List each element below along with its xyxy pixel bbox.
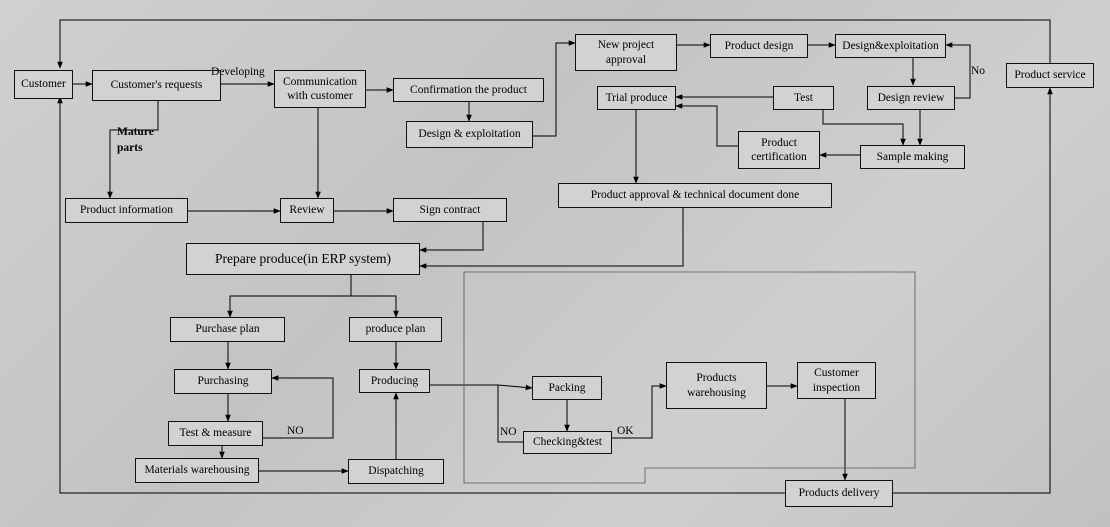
node-communication: Communication with customer [274, 70, 366, 108]
label-no-check: NO [500, 426, 517, 438]
node-review: Review [280, 198, 334, 223]
delivery-to-service-connector [893, 87, 1053, 494]
node-sample-making: Sample making [860, 145, 965, 169]
contract-to-prepare-connector [419, 222, 484, 253]
approval-to-prepare-connector [419, 208, 684, 269]
loop-bottom-connector [57, 96, 785, 494]
node-sign-contract: Sign contract [393, 198, 507, 222]
label-mature-parts: Mature parts [117, 126, 154, 154]
label-no-test: NO [287, 425, 304, 437]
node-materials-warehousing: Materials warehousing [135, 458, 259, 483]
node-customers-requests: Customer's requests [92, 70, 221, 101]
node-customer: Customer [14, 70, 73, 99]
node-purchasing: Purchasing [174, 369, 272, 394]
node-products-delivery: Products delivery [785, 480, 893, 507]
node-product-certification: Product certification [738, 131, 820, 169]
prepare-to-produceplan-connector [351, 295, 399, 318]
loop-top-connector [57, 19, 1051, 69]
node-design-review: Design review [867, 86, 955, 110]
node-packing: Packing [532, 376, 602, 400]
node-prepare-produce: Prepare produce(in ERP system) [186, 243, 420, 275]
design-to-approval-connector [533, 40, 576, 137]
node-trial-produce: Trial produce [597, 86, 676, 110]
label-no-review: No [971, 65, 986, 77]
label-developing: Developing [211, 66, 265, 78]
node-design-exploitation-2: Design&exploitation [835, 34, 946, 58]
review-no-connector [945, 42, 971, 99]
node-product-design: Product design [710, 34, 808, 58]
node-product-service: Product service [1006, 63, 1094, 88]
node-confirmation: Confirmation the product [393, 78, 544, 102]
checking-no-connector [497, 385, 523, 443]
node-new-project-approval: New project approval [575, 34, 677, 71]
node-purchase-plan: Purchase plan [170, 317, 285, 342]
node-checking-test: Checking&test [523, 431, 612, 454]
node-product-information: Product information [65, 198, 188, 223]
node-producing: Producing [359, 369, 430, 393]
production-zone-outline [463, 271, 916, 484]
node-products-warehousing: Products warehousing [666, 362, 767, 409]
producing-to-packing-connector [430, 384, 533, 391]
prepare-split-connector [227, 275, 352, 318]
test-to-sample-connector [822, 110, 906, 146]
node-test-measure: Test & measure [168, 421, 263, 446]
node-design-exploitation-1: Design & exploitation [406, 121, 533, 148]
test-no-connector [263, 375, 334, 439]
node-test: Test [773, 86, 834, 110]
node-produce-plan: produce plan [349, 317, 442, 342]
certification-to-trial-connector [675, 103, 738, 147]
node-customer-inspection: Customer inspection [797, 362, 876, 399]
label-ok: OK [617, 425, 634, 437]
node-product-approval: Product approval & technical document do… [558, 183, 832, 208]
mature-parts-connector [107, 101, 159, 199]
node-dispatching: Dispatching [348, 459, 444, 484]
checking-ok-connector [612, 383, 667, 439]
